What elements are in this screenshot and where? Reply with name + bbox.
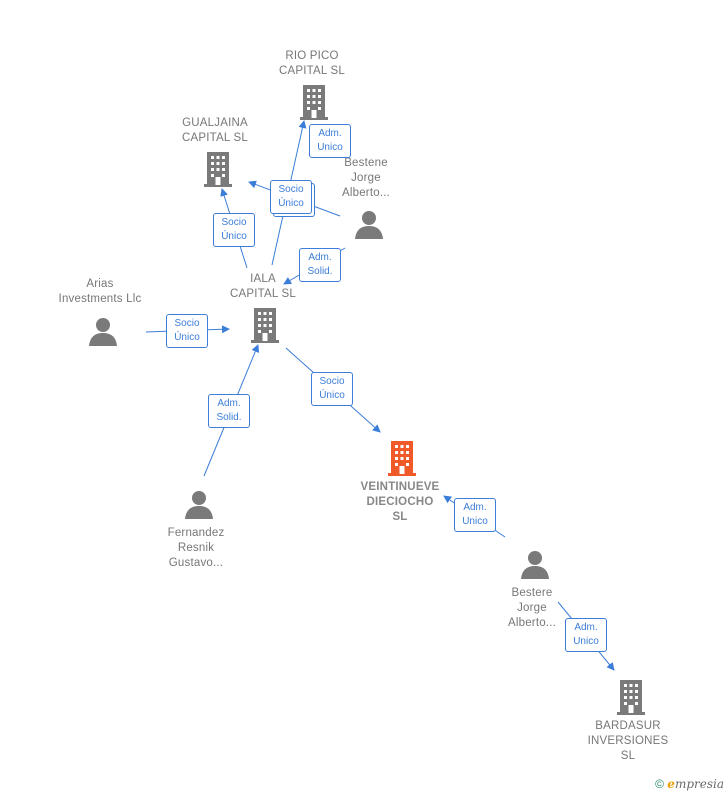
badge-line: Único bbox=[174, 332, 200, 343]
badge-line: Socio bbox=[319, 376, 345, 387]
relation-badge[interactable]: Adm. Unico bbox=[309, 124, 351, 158]
badge-line: Adm. bbox=[217, 398, 241, 409]
badge-line: Unico bbox=[573, 636, 599, 647]
badge-line: Adm. bbox=[318, 128, 342, 139]
relation-badge[interactable]: Adm. Solid. bbox=[299, 248, 341, 282]
badge-line: Adm. bbox=[308, 252, 332, 263]
badge-line: Único bbox=[278, 198, 304, 209]
badge-line: Solid. bbox=[216, 412, 242, 423]
person-icon[interactable] bbox=[354, 210, 384, 240]
node-label-fernandez[interactable]: Fernandez Resnik Gustavo... bbox=[167, 527, 225, 569]
node-label-bardasur[interactable]: BARDASUR INVERSIONES SL bbox=[587, 720, 669, 762]
person-icon[interactable] bbox=[520, 550, 550, 580]
building-icon[interactable] bbox=[299, 84, 329, 120]
copyright-icon: © bbox=[655, 777, 664, 791]
badge-line: Único bbox=[221, 231, 247, 242]
badge-line: Socio bbox=[278, 184, 304, 195]
badge-line: Socio bbox=[221, 217, 247, 228]
brand-logo: empresia bbox=[667, 777, 724, 791]
badge-line: Adm. bbox=[574, 622, 598, 633]
node-label-bestere[interactable]: Bestere Jorge Alberto... bbox=[507, 587, 557, 629]
badge-line: Adm. bbox=[463, 502, 487, 513]
building-icon[interactable] bbox=[616, 679, 646, 715]
brand-name: mpresia bbox=[674, 777, 724, 791]
node-label-veintinueve[interactable]: VEINTINUEVE DIECIOCHO SL bbox=[360, 481, 440, 523]
badge-line: Único bbox=[319, 390, 345, 401]
relation-badge[interactable]: Adm. Solid. bbox=[208, 394, 250, 428]
node-label-bestene[interactable]: Bestene Jorge Alberto... bbox=[341, 157, 391, 199]
copyright-brand: © empresia bbox=[655, 777, 724, 791]
node-label-iala[interactable]: IALA CAPITAL SL bbox=[230, 273, 296, 300]
person-icon[interactable] bbox=[88, 317, 118, 347]
badge-line: Unico bbox=[462, 516, 488, 527]
node-label-arias[interactable]: Arias Investments Llc bbox=[58, 278, 142, 305]
building-icon[interactable] bbox=[203, 151, 233, 187]
person-icon[interactable] bbox=[184, 490, 214, 520]
building-icon[interactable] bbox=[387, 440, 417, 476]
node-label-gualjaina[interactable]: GUALJAINA CAPITAL SL bbox=[182, 117, 248, 144]
brand-initial: e bbox=[667, 777, 675, 791]
building-icon[interactable] bbox=[250, 307, 280, 343]
badge-line: Socio bbox=[174, 318, 200, 329]
relation-badge[interactable]: Adm. Unico bbox=[565, 618, 607, 652]
badge-line: Unico bbox=[317, 142, 343, 153]
badge-line: Solid. bbox=[307, 266, 333, 277]
node-label-rio-pico[interactable]: RIO PICO CAPITAL SL bbox=[279, 50, 345, 77]
relation-badge[interactable]: Adm. Unico bbox=[454, 498, 496, 532]
